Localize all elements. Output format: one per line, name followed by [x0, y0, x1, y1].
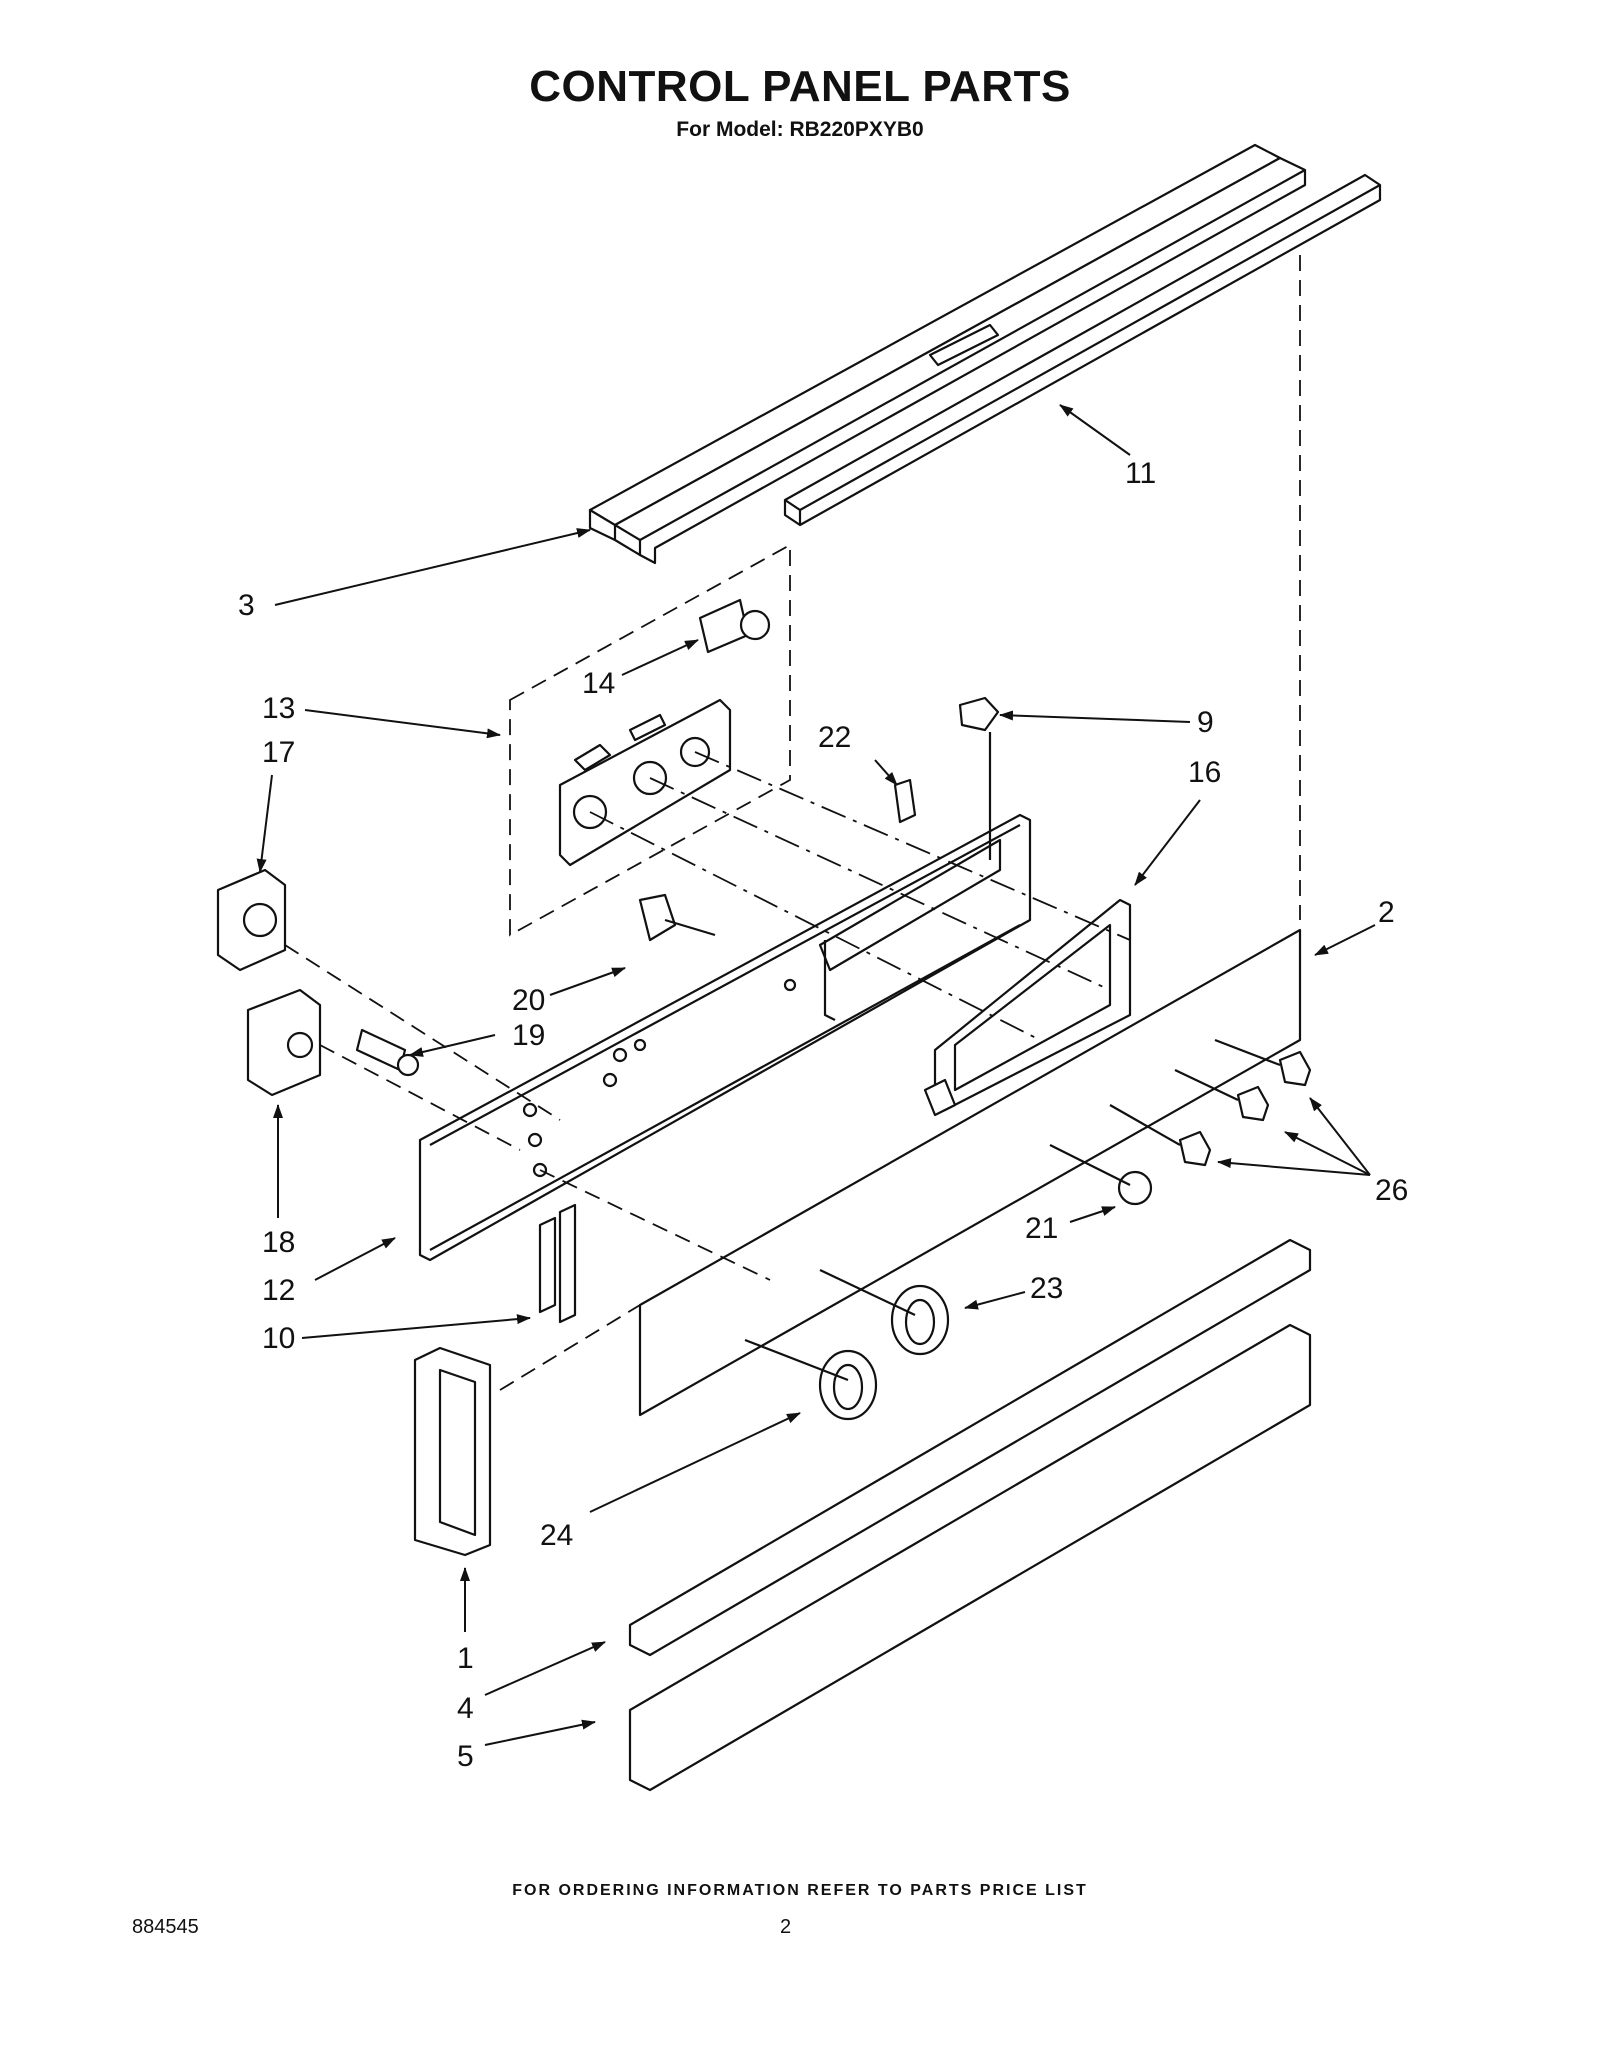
- part-19-fuse: [355, 1028, 420, 1077]
- callout-1: 1: [457, 1642, 474, 1675]
- callout-24: 24: [540, 1519, 573, 1552]
- callout-22: 22: [818, 721, 851, 754]
- callout-4: 4: [457, 1692, 474, 1725]
- part-3-top-trim: [588, 143, 1307, 565]
- part-21-button: [1117, 1170, 1153, 1206]
- part-5-bottom-trim: [628, 1323, 1312, 1792]
- page-title: CONTROL PANEL PARTS: [529, 62, 1071, 111]
- part-17-thermostat: [216, 868, 287, 972]
- callout-13: 13: [262, 692, 295, 725]
- callout-leaders: [256, 404, 1376, 1746]
- part-16-frame: [923, 898, 1132, 1117]
- callout-26: 26: [1375, 1174, 1408, 1207]
- callout-11: 11: [1125, 457, 1156, 490]
- model-subtitle: For Model: RB220PXYB0: [676, 118, 924, 141]
- part-13-switch-assembly: [509, 543, 791, 937]
- part-18-thermostat: [246, 988, 322, 1097]
- part-20-valve: [638, 893, 716, 942]
- part-23-knob: [890, 1284, 950, 1356]
- callout-23: 23: [1030, 1272, 1063, 1305]
- callout-9: 9: [1197, 706, 1214, 739]
- part-14-switch: [698, 598, 771, 654]
- page-number: 2: [780, 1916, 792, 1938]
- document-number: 884545: [132, 1916, 199, 1938]
- callout-5: 5: [457, 1740, 474, 1773]
- callout-10: 10: [262, 1322, 295, 1355]
- callout-2: 2: [1378, 896, 1395, 929]
- callout-12: 12: [262, 1274, 295, 1307]
- assembly-guide-lines: [284, 732, 1281, 1391]
- ordering-note: FOR ORDERING INFORMATION REFER TO PARTS …: [512, 1882, 1088, 1899]
- part-26-knobs: [1178, 1050, 1312, 1167]
- callout-18: 18: [262, 1226, 295, 1259]
- callout-17: 17: [262, 736, 295, 769]
- callout-3: 3: [238, 589, 255, 622]
- part-9-clip: [958, 696, 1000, 732]
- callout-16: 16: [1188, 756, 1221, 789]
- callout-20: 20: [512, 984, 545, 1017]
- part-22-clip: [893, 778, 917, 824]
- part-4-bottom-trim: [628, 1238, 1312, 1657]
- part-1-handle: [413, 1346, 492, 1557]
- callout-21: 21: [1025, 1212, 1058, 1245]
- part-10-bracket: [538, 1203, 577, 1324]
- part-11-strip: [783, 173, 1382, 527]
- part-24-knob: [818, 1349, 878, 1421]
- part-2-overlay-panel: [638, 255, 1302, 1417]
- callout-19: 19: [512, 1019, 545, 1052]
- callout-14: 14: [582, 667, 615, 700]
